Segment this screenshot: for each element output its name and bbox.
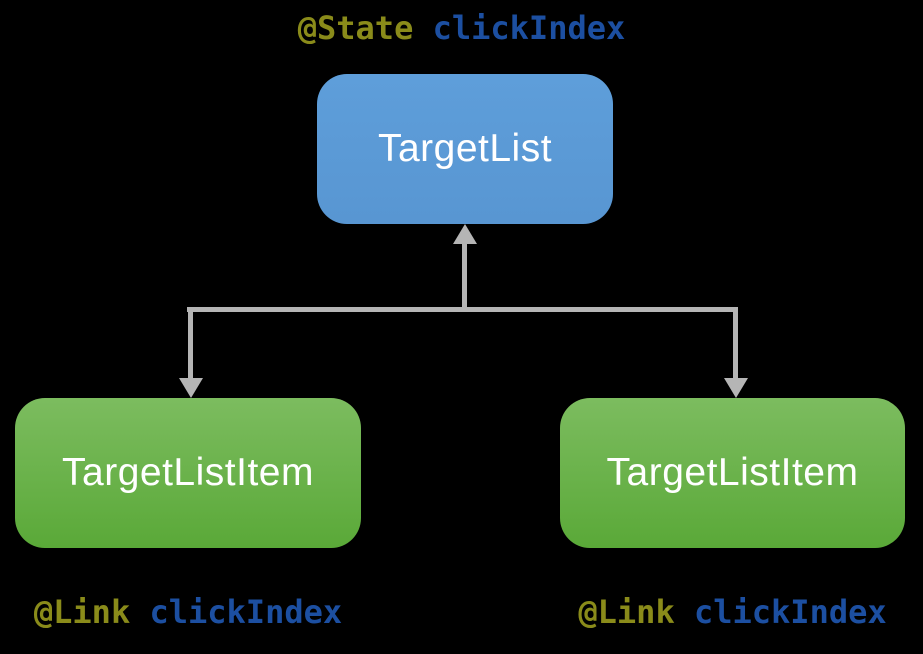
arrowhead-down-right-icon: [724, 378, 748, 398]
link-keyword-left: @Link: [33, 593, 131, 631]
node-targetlist: TargetList: [317, 74, 613, 224]
node-targetlistitem-left-label: TargetListItem: [62, 451, 314, 494]
state-variable: clickIndex: [432, 9, 626, 47]
node-targetlistitem-right-label: TargetListItem: [606, 451, 859, 494]
label-space: [413, 9, 432, 47]
label-space: [130, 593, 149, 631]
node-targetlistitem-right: TargetListItem: [560, 398, 905, 548]
link-annotation-right: @Link clickIndex: [560, 594, 905, 630]
link-variable-left: clickIndex: [149, 593, 343, 631]
link-keyword-right: @Link: [578, 593, 675, 631]
connector-drop-right: [733, 307, 738, 379]
state-keyword: @State: [297, 9, 414, 47]
node-targetlist-label: TargetList: [377, 127, 553, 170]
arrowhead-down-left-icon: [179, 378, 203, 398]
connector-horizontal-line: [187, 307, 738, 312]
arrowhead-up-icon: [453, 224, 477, 244]
connector-drop-left: [188, 307, 193, 379]
label-space: [675, 593, 694, 631]
connector-stem-up: [462, 242, 467, 308]
link-annotation-left: @Link clickIndex: [15, 594, 361, 630]
state-annotation-label: @State clickIndex: [0, 10, 923, 46]
node-targetlistitem-left: TargetListItem: [15, 398, 361, 548]
link-variable-right: clickIndex: [693, 593, 887, 631]
